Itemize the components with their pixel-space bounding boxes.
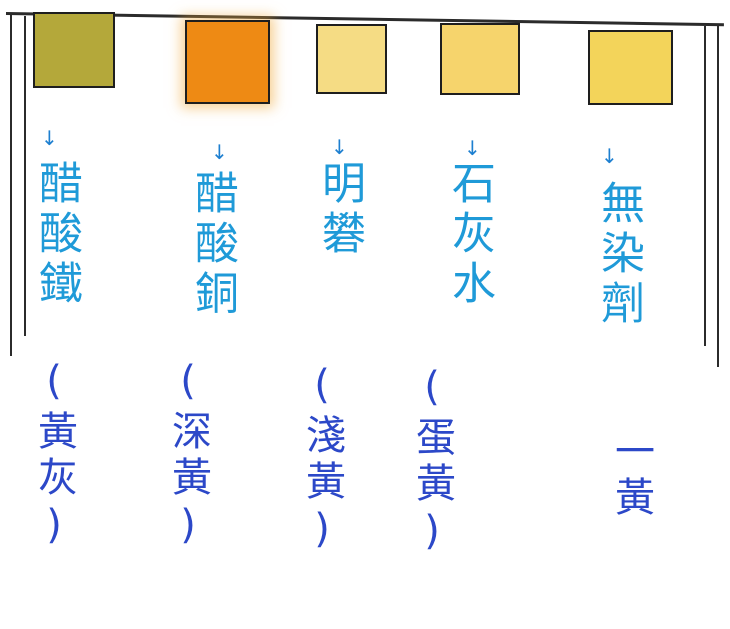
swatch-iron-acetate <box>33 12 115 88</box>
swatch-copper-acetate <box>185 20 270 104</box>
down-arrow-icon: ↓ <box>41 126 58 150</box>
down-arrow-icon: ↓ <box>211 140 228 164</box>
label-copper-acetate: 醋酸銅 <box>187 170 238 320</box>
label-copper-acetate-shade: (深黃) <box>165 358 211 554</box>
label-iron-acetate: 醋酸鐵 <box>31 160 82 310</box>
label-limewater-shade: (蛋黃) <box>409 364 455 560</box>
rack-left-post <box>10 14 12 356</box>
label-no-dye: 無染劑 <box>593 180 644 330</box>
label-alum-shade: (淺黃) <box>299 362 345 558</box>
down-arrow-icon: ↓ <box>464 136 481 160</box>
label-no-dye-shade: 一黃 <box>608 430 654 522</box>
label-iron-acetate-shade: (黃灰) <box>31 358 77 554</box>
rack-right-post-outer <box>717 25 719 367</box>
rack-right-post <box>704 26 706 346</box>
swatch-no-dye <box>588 30 673 105</box>
down-arrow-icon: ↓ <box>601 144 618 168</box>
rack-left-post-inner <box>24 16 26 336</box>
label-limewater: 石灰水 <box>444 160 495 310</box>
swatch-alum <box>316 24 387 94</box>
swatch-limewater <box>440 23 520 95</box>
label-alum: 明礬 <box>314 160 365 260</box>
down-arrow-icon: ↓ <box>331 135 348 159</box>
